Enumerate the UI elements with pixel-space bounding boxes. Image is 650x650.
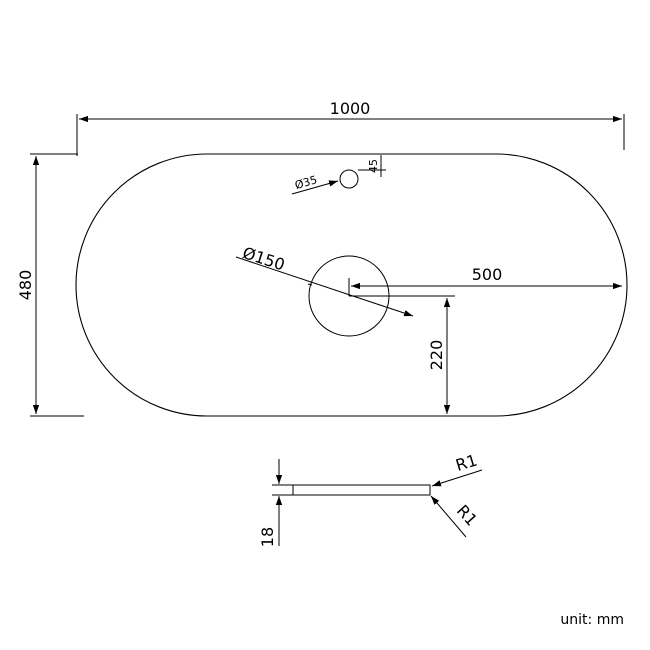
tap-hole <box>339 169 359 189</box>
height-label: 480 <box>16 270 35 301</box>
edge-radius-bottom: R1 <box>430 495 481 538</box>
tap-hole-offset-label: 45 <box>367 159 380 173</box>
thickness-dimension: 18 <box>258 459 293 547</box>
thickness-label: 18 <box>258 527 277 547</box>
width-label: 1000 <box>330 99 371 118</box>
height-dimension: 480 <box>16 153 84 417</box>
width-dimension: 1000 <box>76 99 625 156</box>
center-x-dimension: 500 <box>348 265 622 296</box>
center-y-dimension: 220 <box>349 295 455 414</box>
tap-hole-offset-dimension: 45 <box>358 155 386 177</box>
unit-label: unit: mm <box>560 612 624 628</box>
side-profile <box>292 484 431 496</box>
basin-outline <box>75 153 628 417</box>
tap-hole-diameter-label: Ø35 <box>293 173 318 192</box>
center-y-label: 220 <box>427 340 446 371</box>
tap-hole-diameter-dimension: Ø35 <box>291 173 339 195</box>
edge-radius-top: R1 <box>431 451 483 487</box>
edge-radius-bottom-label: R1 <box>453 501 481 530</box>
center-x-label: 500 <box>472 265 503 284</box>
edge-radius-top-label: R1 <box>453 451 479 475</box>
